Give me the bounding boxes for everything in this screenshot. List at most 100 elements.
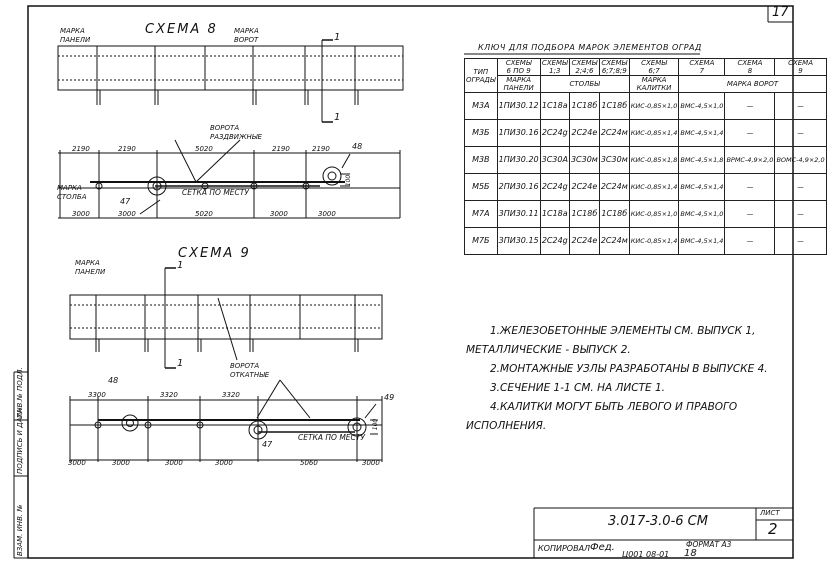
scheme9-dim-bot-0: 3000 (68, 459, 86, 467)
key-table-cell: 3С30м (598, 146, 630, 174)
scheme8-dim-bot-1: 3000 (118, 210, 136, 218)
key-h-gates: МАРКА ВОРОТ (678, 75, 827, 93)
stamp-format: ФОРМАТ А3 (686, 540, 732, 549)
key-table-cell: 1С18а (539, 92, 570, 120)
scheme8-elevation (57, 39, 404, 123)
scheme9-mesh-label: СЕТКА ПО МЕСТУ (298, 433, 365, 442)
key-table-cell: М5Б (464, 173, 498, 201)
key-table-cell: КИС-0,85×1,8 (628, 146, 680, 174)
key-table-cell: 2С24g (539, 119, 570, 147)
key-table-cell: М3Б (464, 119, 498, 147)
key-table-cell: 2С24м (598, 227, 630, 255)
scheme9-elevation (69, 267, 383, 369)
key-table-cell: 2С24g (539, 227, 570, 255)
drawing-sheet (13, 5, 794, 559)
scheme8-callout-47: 47 (120, 197, 131, 206)
key-table-cell: ВОМС-4,9×2,0 (774, 146, 827, 174)
key-table-cell: М3В (464, 146, 498, 174)
scheme9-dim-bot-4: 5060 (300, 459, 318, 467)
stamp-order: Ц001 08-01 (622, 550, 670, 559)
note-line: 3.СЕЧЕНИЕ 1-1 СМ. НА ЛИСТЕ 1. (490, 382, 665, 394)
scheme9-callout-47: 47 (262, 440, 273, 449)
scheme8-dim-top-2: 5020 (195, 145, 213, 153)
scheme9-dim-bot-2: 3000 (165, 459, 183, 467)
scheme8-plan (58, 139, 401, 219)
key-table-cell: 2С24м (598, 173, 630, 201)
note-line: МЕТАЛЛИЧЕСКИЕ - ВЫПУСК 2. (466, 344, 631, 356)
stamp-sheet-number: 2 (768, 520, 778, 538)
scheme9-section-bottom: 1 (177, 358, 184, 369)
key-table-cell: КИС-0,85×1,0 (628, 92, 680, 120)
key-table-cell: — (774, 227, 827, 255)
key-table-cell: — (774, 200, 827, 228)
key-table-cell: 2С24е (568, 173, 600, 201)
key-table-cell: 2С24g (539, 173, 570, 201)
scheme8-dim-top-3: 2190 (272, 145, 290, 153)
key-table-cell: — (724, 200, 776, 228)
scheme9-dim-top-0: 3300 (88, 391, 106, 399)
key-h-columns: СТОЛБЫ (539, 75, 630, 93)
key-table-cell: М7А (464, 200, 498, 228)
key-table-cell: ВМС-4,5×1,4 (678, 173, 726, 201)
page-number: 17 (772, 5, 789, 20)
scheme8-dim-small: 100 (345, 174, 353, 187)
stamp-order-number: 18 (684, 548, 697, 559)
key-table-cell: — (724, 119, 776, 147)
key-table-cell: 3ПИ30.15 (496, 227, 541, 255)
scheme9-dim-bot-1: 3000 (112, 459, 130, 467)
scheme9-dim-top-1: 3320 (160, 391, 178, 399)
key-table-cell: — (724, 92, 776, 120)
key-table-cell: М3А (464, 92, 498, 120)
key-table-cell: 1ПИ30.20 (496, 146, 541, 174)
key-table-cell: — (774, 173, 827, 201)
key-table-cell: М7Б (464, 227, 498, 255)
scheme9-dim-bot-3: 3000 (215, 459, 233, 467)
key-table-cell: — (724, 227, 776, 255)
scheme8-dim-top-1: 2190 (118, 145, 136, 153)
key-table-cell: ВРМС-4,9×2,0 (724, 146, 776, 174)
key-table-cell: ВМС-4,5×1,4 (678, 227, 726, 255)
scheme8-title: СХЕМА 8 (145, 22, 218, 37)
scheme9-dim-top-2: 3320 (222, 391, 240, 399)
scheme9-section-top: 1 (177, 260, 184, 271)
note-line: 2.МОНТАЖНЫЕ УЗЛЫ РАЗРАБОТАНЫ В ВЫПУСКЕ 4… (490, 363, 768, 375)
scheme8-dim-bot-0: 3000 (72, 210, 90, 218)
side-label-sign: ПОДПИСЬ И ДАТА (16, 408, 24, 474)
side-label-replace: ВЗАМ. ИНВ. № (16, 504, 24, 556)
key-table-cell: 1С18б (568, 200, 600, 228)
scheme8-dim-top-4: 2190 (312, 145, 330, 153)
key-table-cell: 2С24е (568, 227, 600, 255)
note-line: ИСПОЛНЕНИЯ. (466, 420, 547, 432)
scheme8-callout-48: 48 (352, 142, 363, 151)
key-table-cell: — (774, 92, 827, 120)
note-line: 4.КАЛИТКИ МОГУТ БЫТЬ ЛЕВОГО И ПРАВОГО (490, 401, 738, 413)
note-line: 1.ЖЕЛЕЗОБЕТОННЫЕ ЭЛЕМЕНТЫ СМ. ВЫПУСК 1, (490, 325, 756, 337)
key-table-cell: 1С18б (568, 92, 600, 120)
notes: 1.ЖЕЛЕЗОБЕТОННЫЕ ЭЛЕМЕНТЫ СМ. ВЫПУСК 1, … (466, 322, 768, 436)
key-table-cell: 2С24е (568, 119, 600, 147)
key-table-cell: 1С18а (539, 200, 570, 228)
sheet-frame (13, 5, 794, 559)
key-table-cell: 2С24м (598, 119, 630, 147)
scheme8-section-top: 1 (334, 32, 341, 43)
key-table-cell: ВМС-4,5×1,0 (678, 200, 726, 228)
scheme9-plan (69, 297, 383, 462)
scheme9-callout-48: 48 (108, 376, 119, 385)
scheme9-dim-small: 100 (372, 418, 380, 431)
key-table-cell: КИС-0,85×1,4 (628, 119, 680, 147)
key-table-cell: ВМС-4,5×1,4 (678, 119, 726, 147)
